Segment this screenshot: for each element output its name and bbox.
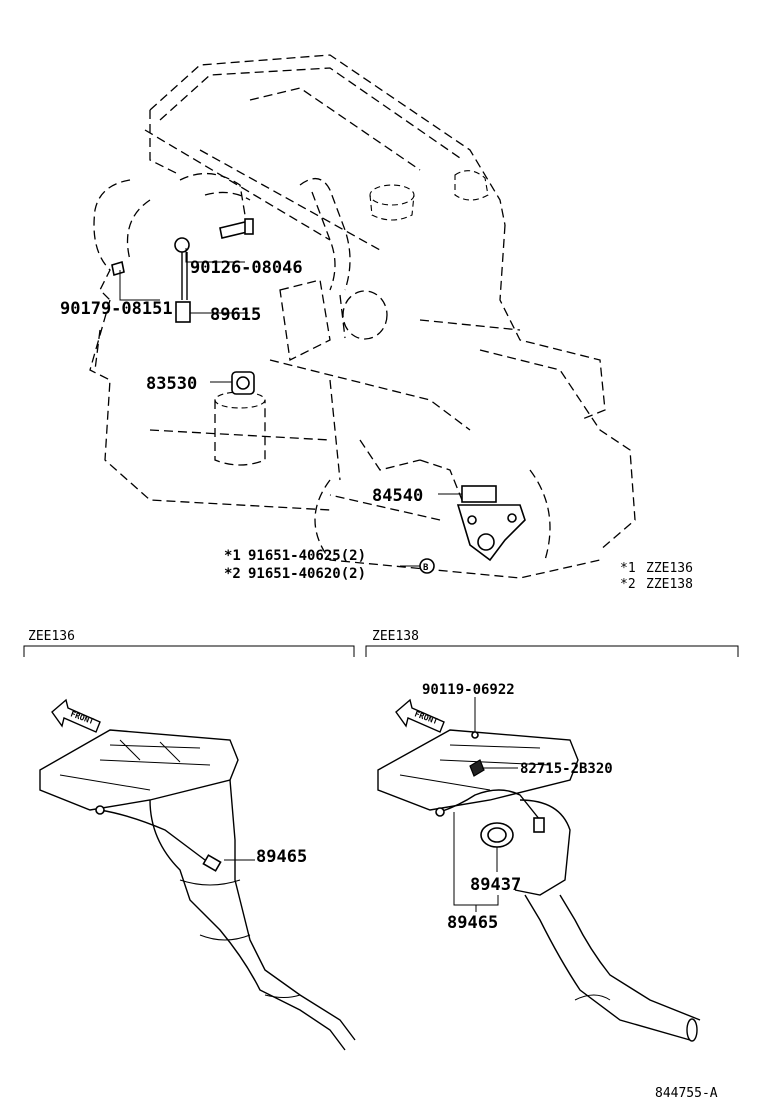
label-89465-left: 89465 <box>256 847 307 867</box>
label-90126-08046: 90126-08046 <box>190 258 303 278</box>
figure-code: 844755-A <box>655 1086 718 1101</box>
bolt-symbol-circle <box>419 558 435 574</box>
neutral-start-switch-drawing <box>456 485 526 562</box>
label-90119-06922: 90119-06922 <box>422 682 515 698</box>
label-89615: 89615 <box>210 305 261 325</box>
legend-text-2: ZZE138 <box>646 577 693 592</box>
label-91651-40625: 91651-40625(2) <box>248 548 366 564</box>
label-83530: 83530 <box>146 374 197 394</box>
label-82715-2B320: 82715-2B320 <box>520 761 613 777</box>
bolt-drawing <box>111 260 125 277</box>
legend-text-1: ZZE136 <box>646 561 693 576</box>
knock-sensor-drawing <box>174 237 191 323</box>
section-label-left: ZEE136 <box>28 629 75 644</box>
label-89437: 89437 <box>470 875 521 895</box>
engine-block-drawing <box>89 54 636 579</box>
legend-mark-2: *2 <box>620 577 636 592</box>
front-arrow-left: FRONT <box>69 709 95 726</box>
section-label-right: ZEE138 <box>372 629 419 644</box>
right-exhaust-drawing <box>377 698 701 1042</box>
label-89465-right: 89465 <box>447 913 498 933</box>
label-84540: 84540 <box>372 486 423 506</box>
bolt1-mark: *1 <box>224 548 241 564</box>
bolt-symbol: B <box>423 563 429 573</box>
label-90179-08151: 90179-08151 <box>60 299 173 319</box>
label-91651-40620: 91651-40620(2) <box>248 566 366 582</box>
front-arrow-right: FRONT <box>413 709 439 726</box>
stud-bolt-drawing <box>219 218 254 239</box>
oil-pressure-switch-drawing <box>231 371 255 395</box>
bolt2-mark: *2 <box>224 566 241 582</box>
left-exhaust-drawing <box>39 698 356 1051</box>
legend-mark-1: *1 <box>620 561 636 576</box>
